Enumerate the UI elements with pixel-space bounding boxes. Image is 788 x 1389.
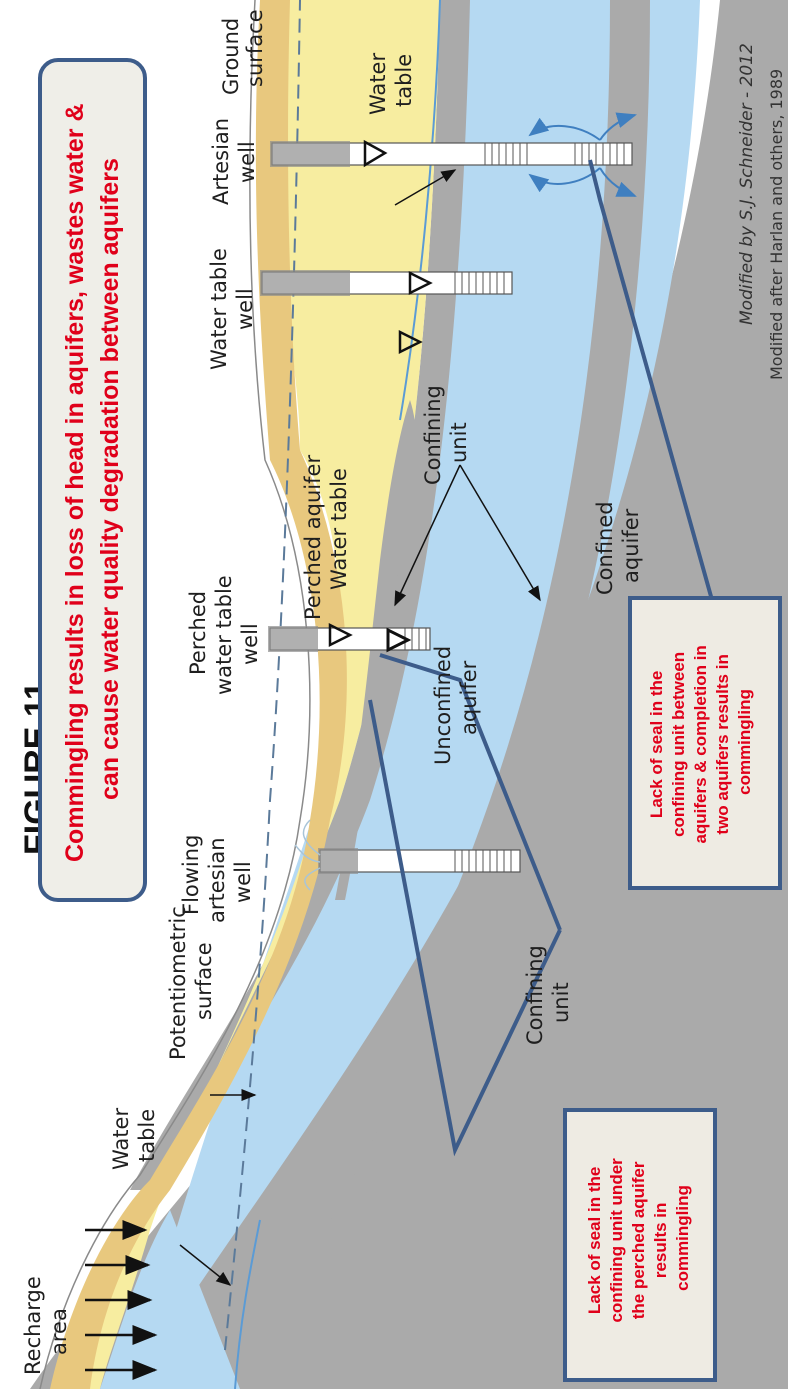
soil-band — [50, 0, 347, 1389]
confined-aquifer-layer — [130, 0, 700, 1389]
ground-surface-line — [39, 0, 311, 1389]
water-table-line-left — [234, 1219, 261, 1389]
perched-water-table-well — [268, 622, 431, 653]
water-level-marker-wtw — [408, 270, 433, 296]
flowing-artesian-well — [294, 819, 521, 891]
water-level-marker-artesian — [363, 139, 388, 168]
confining-unit-band-lower — [220, 0, 650, 1389]
confining-unit-bottom-layer — [30, 0, 788, 1389]
potentiometric-surface-line — [224, 0, 301, 1351]
unconfined-aquifer-layer — [60, 0, 440, 1389]
water-table-line-right — [399, 0, 441, 421]
callout-leader-perched — [379, 653, 562, 931]
water-table-well — [260, 270, 513, 355]
callout-leader-confined — [588, 159, 714, 601]
artesian-well — [270, 112, 637, 197]
water-level-marker-perched — [328, 622, 353, 648]
callout-leader-perched-2 — [368, 699, 562, 1157]
